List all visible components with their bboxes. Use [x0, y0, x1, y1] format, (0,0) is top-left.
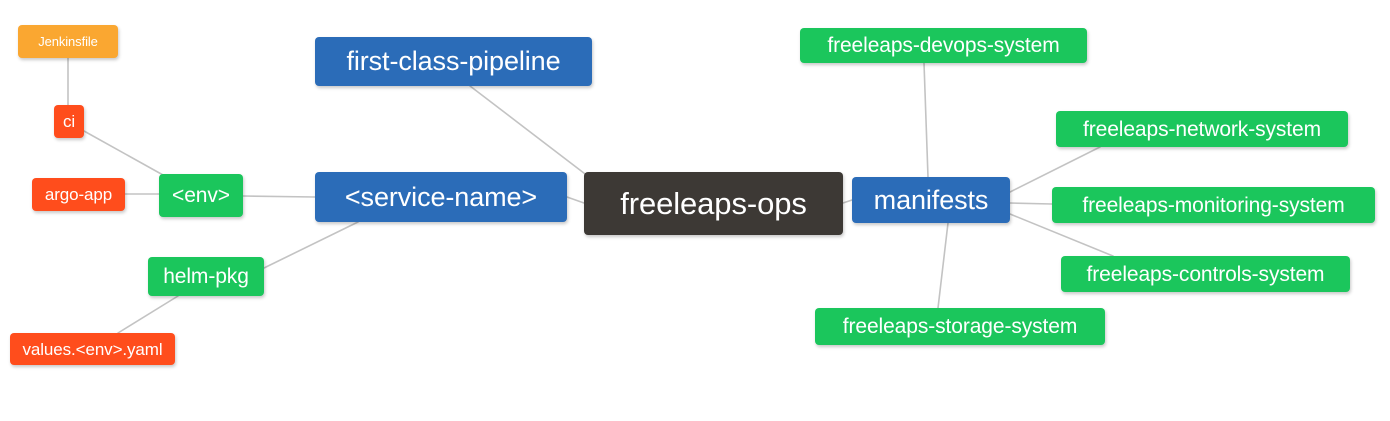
node-label: manifests [873, 184, 989, 215]
node-argo-app[interactable]: argo-app [32, 178, 125, 211]
edge-helm-pkg-to-values-env-yaml [117, 295, 179, 334]
edge-freeleaps-ops-to-first-class-pipeline [469, 85, 594, 181]
node-label: Jenkinsfile [38, 34, 98, 49]
edge-manifests-to-freeleaps-storage-system [937, 222, 949, 309]
node-service-name[interactable]: <service-name> [315, 172, 567, 222]
node-freeleaps-monitoring-system[interactable]: freeleaps-monitoring-system [1052, 187, 1375, 223]
edge-service-name-to-helm-pkg [263, 221, 359, 269]
edge-env-to-ci [83, 130, 173, 181]
node-label: argo-app [44, 185, 113, 204]
node-freeleaps-network-system[interactable]: freeleaps-network-system [1056, 111, 1348, 147]
edge-freeleaps-ops-to-manifests [842, 199, 853, 204]
node-label: freeleaps-ops [620, 186, 807, 221]
node-freeleaps-ops[interactable]: freeleaps-ops [584, 172, 843, 235]
edge-manifests-to-freeleaps-devops-system [923, 62, 929, 178]
node-freeleaps-storage-system[interactable]: freeleaps-storage-system [815, 308, 1105, 345]
node-label: freeleaps-devops-system [827, 34, 1060, 57]
node-label: helm-pkg [163, 265, 249, 288]
node-label: ci [62, 112, 76, 131]
node-label: freeleaps-network-system [1082, 117, 1321, 141]
node-label: freeleaps-monitoring-system [1082, 193, 1345, 217]
node-label: first-class-pipeline [346, 46, 561, 76]
node-env[interactable]: <env> [159, 174, 243, 217]
node-label: freeleaps-controls-system [1086, 262, 1325, 286]
node-freeleaps-devops-system[interactable]: freeleaps-devops-system [800, 28, 1087, 63]
node-label: freeleaps-storage-system [842, 315, 1078, 338]
node-values-env-yaml[interactable]: values.<env>.yaml [10, 333, 175, 365]
node-ci[interactable]: ci [54, 105, 84, 138]
edge-manifests-to-freeleaps-network-system [1009, 146, 1101, 193]
node-label: values.<env>.yaml [22, 339, 163, 359]
node-first-class-pipeline[interactable]: first-class-pipeline [315, 37, 592, 86]
node-jenkinsfile[interactable]: Jenkinsfile [18, 25, 118, 58]
node-manifests[interactable]: manifests [852, 177, 1010, 223]
edge-freeleaps-ops-to-service-name [566, 196, 585, 204]
node-freeleaps-controls-system[interactable]: freeleaps-controls-system [1061, 256, 1350, 292]
node-helm-pkg[interactable]: helm-pkg [148, 257, 264, 296]
edge-manifests-to-freeleaps-monitoring-system [1009, 202, 1053, 205]
edge-service-name-to-env [242, 195, 316, 198]
node-label: <env> [172, 184, 230, 207]
node-label: <service-name> [344, 181, 538, 212]
